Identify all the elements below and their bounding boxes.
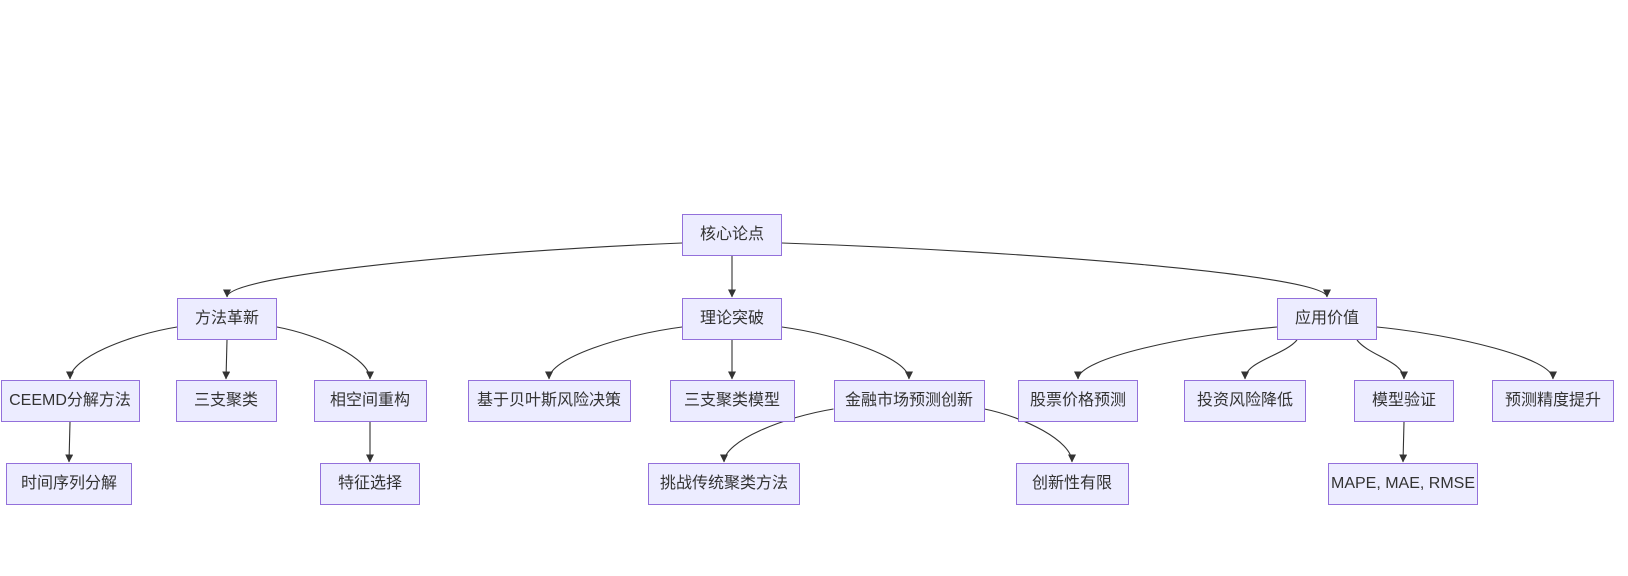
edges-group [65, 242, 1557, 463]
node-stock: 股票价格预测 [1018, 380, 1138, 422]
node-accuracy: 预测精度提升 [1492, 380, 1614, 422]
node-modelvalid: 模型验证 [1354, 380, 1454, 422]
edge-value-to-modelvalid [1356, 339, 1408, 380]
edge-core-to-value [781, 242, 1331, 298]
node-phase: 相空间重构 [313, 380, 427, 422]
edge-fininnov-to-challenge [720, 408, 834, 463]
edge-theory-to-bayes [545, 326, 683, 380]
node-core: 核心论点 [682, 214, 782, 256]
node-challenge: 挑战传统聚类方法 [648, 463, 800, 505]
edge-value-to-invest [1241, 339, 1298, 380]
node-invest: 投资风险降低 [1184, 380, 1306, 422]
node-threeway: 三支聚类 [175, 380, 277, 422]
node-feature: 特征选择 [320, 463, 420, 505]
edge-method-to-threeway [222, 339, 231, 380]
node-tsdecomp: 时间序列分解 [6, 463, 132, 505]
node-bayes: 基于贝叶斯风险决策 [467, 380, 631, 422]
node-value: 应用价值 [1277, 298, 1377, 340]
node-fininnov: 金融市场预测创新 [833, 380, 985, 422]
node-limited: 创新性有限 [1015, 463, 1129, 505]
node-method: 方法革新 [177, 298, 277, 340]
edge-modelvalid-to-metrics [1399, 421, 1408, 463]
edge-method-to-phase [276, 326, 374, 380]
edge-ceemd-to-tsdecomp [65, 421, 74, 463]
edge-theory-to-fininnov [781, 326, 913, 380]
edge-value-to-accuracy [1376, 326, 1557, 380]
edge-fininnov-to-limited [984, 408, 1076, 463]
edge-core-to-method [223, 242, 683, 298]
node-theory: 理论突破 [682, 298, 782, 340]
node-ceemd: CEEMD分解方法 [0, 380, 140, 422]
node-twcmodel: 三支聚类模型 [669, 380, 795, 422]
edge-method-to-ceemd [66, 326, 178, 380]
node-metrics: MAPE, MAE, RMSE [1328, 463, 1478, 505]
edge-value-to-stock [1074, 326, 1278, 380]
